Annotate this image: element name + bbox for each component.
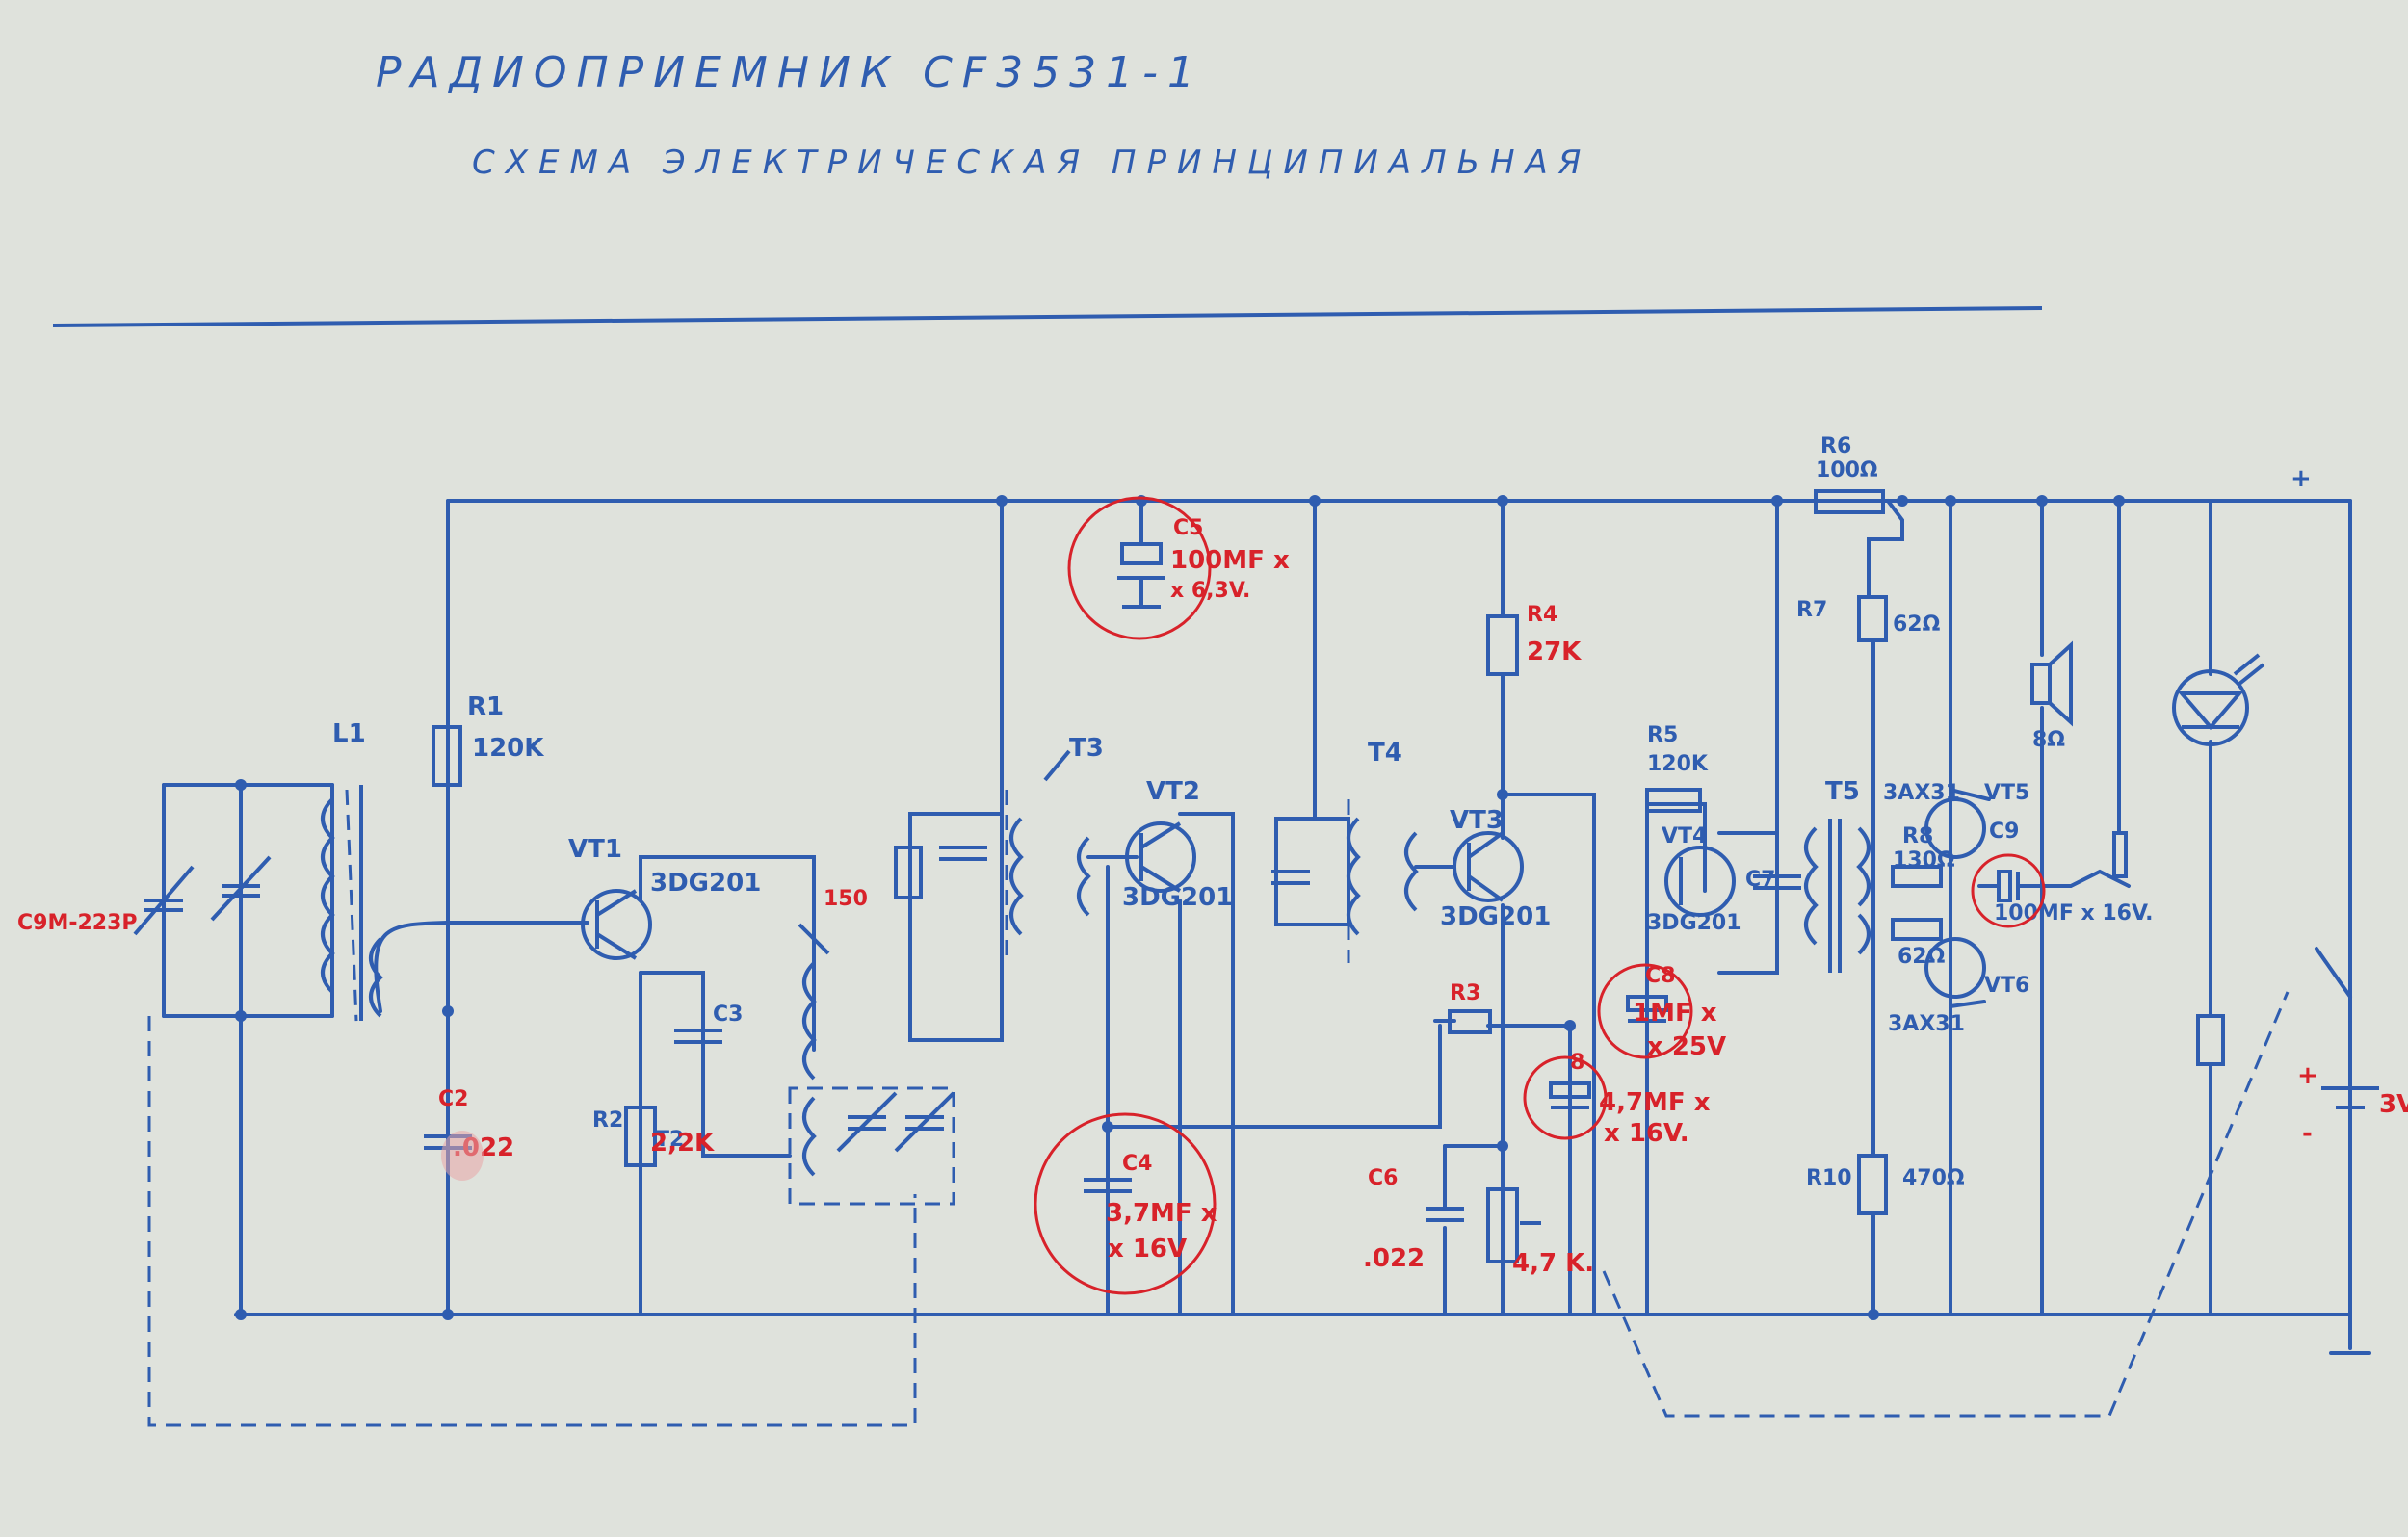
r7-name: R7	[1796, 598, 1827, 622]
r10-value: 470Ω	[1902, 1166, 1965, 1190]
speaker-value: 8Ω	[2032, 728, 2065, 752]
r5-symbol	[1645, 788, 1702, 813]
c2-name: C2	[438, 1087, 468, 1111]
r10-symbol	[1857, 1154, 1888, 1215]
vt6-symbol	[1924, 937, 1986, 999]
battery-plus: +	[2297, 1061, 2318, 1090]
diagram-subtitle: СХЕМА ЭЛЕКТРИЧЕСКАЯ ПРИНЦИПИАЛЬНАЯ	[472, 143, 1591, 182]
c9-name: C9	[1989, 820, 2019, 844]
c6-value: .022	[1363, 1244, 1425, 1273]
t3-name: T3	[1069, 734, 1104, 763]
r5-name: R5	[1647, 723, 1678, 747]
c4-voltage: x 16V	[1108, 1235, 1187, 1263]
c5-voltage: x 6,3V.	[1170, 579, 1250, 603]
r7-value: 62Ω	[1893, 612, 1941, 637]
diagram-title: РАДИОПРИЕМНИК CF3531-1	[376, 48, 1204, 97]
c4-name: C4	[1122, 1152, 1152, 1176]
r8-name: R8	[1902, 824, 1933, 848]
vt2-name: VT2	[1146, 777, 1200, 806]
vt5-name: VT5	[1984, 781, 2029, 805]
c7-name: C7	[1745, 868, 1775, 892]
r6-name: R6	[1820, 434, 1851, 458]
r9-value: 62Ω	[1898, 945, 1946, 969]
r2-value: 2,2K	[650, 1129, 715, 1158]
c8-voltage: x 25V	[1647, 1032, 1726, 1061]
red-smudge	[441, 1131, 484, 1181]
r150-value: 150	[824, 887, 868, 911]
r1-value: 120K	[472, 734, 544, 763]
blue-labels: L1 R1 120K VT1 3DG201 C3 R2 T2 T3 VT2 3D…	[332, 434, 2312, 1190]
vt5-symbol	[1924, 797, 1986, 859]
r5-value: 120K	[1647, 752, 1709, 776]
t4-name: T4	[1368, 739, 1402, 768]
r4-symbol	[1486, 614, 1519, 676]
t5-name: T5	[1825, 777, 1860, 806]
c5-symbol	[1120, 542, 1163, 565]
r4-name: R4	[1527, 603, 1557, 627]
c3-name: C3	[713, 1003, 743, 1027]
c9-symbol	[1997, 870, 2012, 902]
r2-symbol	[624, 1106, 657, 1167]
t2-name-overlay: T2	[655, 1128, 684, 1152]
cb-voltage: x 16V.	[1604, 1119, 1689, 1148]
junction-dots	[235, 495, 2125, 1320]
r1-name: R1	[467, 692, 504, 721]
r4-value: 27K	[1527, 638, 1582, 666]
header-rule	[52, 306, 2043, 327]
input-inductor-symbol	[321, 797, 335, 994]
c5-value: 100MF x	[1170, 546, 1290, 575]
dashed-links	[147, 789, 2290, 1427]
vt4-type: 3DG201	[1647, 911, 1741, 935]
inductor-label: L1	[332, 719, 366, 748]
vt4-name: VT4	[1662, 824, 1707, 848]
c9-value: 100MF x 16V.	[1994, 901, 2154, 925]
vt3-type: 3DG201	[1440, 902, 1551, 931]
marker-circle-c5	[1067, 496, 1212, 640]
vt6-type: 3AX31	[1888, 1012, 1965, 1036]
r3-name: R3	[1450, 981, 1480, 1005]
battery-minus: -	[2302, 1119, 2313, 1148]
led-symbol	[2172, 669, 2249, 746]
vt1-symbol	[581, 889, 652, 960]
cb-name: 8	[1570, 1051, 1584, 1075]
positive-rail-sign: +	[2290, 464, 2312, 493]
vt6-name: VT6	[1984, 974, 2029, 998]
vt5-type: 3AX31	[1883, 781, 1960, 805]
cb-value: 4,7MF x	[1599, 1088, 1711, 1117]
vt2-symbol	[1125, 821, 1196, 893]
r6-symbol	[1814, 489, 1885, 514]
jack-symbol	[2112, 831, 2128, 878]
battery-value: 3V	[2379, 1090, 2408, 1119]
c6-name: C6	[1368, 1166, 1398, 1190]
pot-value: 4,7 K.	[1512, 1249, 1594, 1278]
variable-capacitor-symbol	[133, 855, 272, 936]
c8-value: 1MF x	[1633, 999, 1717, 1028]
r1-symbol	[432, 725, 462, 787]
marker-circle-c4	[1034, 1112, 1217, 1295]
vt3-symbol	[1453, 831, 1524, 902]
r10-name: R10	[1806, 1166, 1852, 1190]
marker-circle-c8	[1597, 963, 1693, 1059]
potentiometer-symbol	[1486, 1187, 1519, 1263]
r6-value: 100Ω	[1816, 458, 1878, 482]
red-marker-circles	[1034, 496, 2046, 1295]
marker-circle-c9	[1971, 853, 2046, 928]
vt1-name: VT1	[568, 835, 622, 864]
r3-symbol	[1448, 1009, 1492, 1034]
marker-circle-cb	[1523, 1055, 1608, 1140]
c4-value: 3,7MF x	[1106, 1199, 1217, 1228]
var-cap-label: C9M-223P	[17, 911, 138, 935]
r7-symbol	[1857, 595, 1888, 642]
r2-name: R2	[592, 1108, 623, 1133]
vt1-type: 3DG201	[650, 869, 761, 898]
r8-value: 130Ω	[1893, 848, 1955, 873]
vt4-symbol	[1664, 846, 1736, 917]
vt2-type: 3DG201	[1122, 883, 1233, 912]
vt3-name: VT3	[1450, 806, 1504, 835]
